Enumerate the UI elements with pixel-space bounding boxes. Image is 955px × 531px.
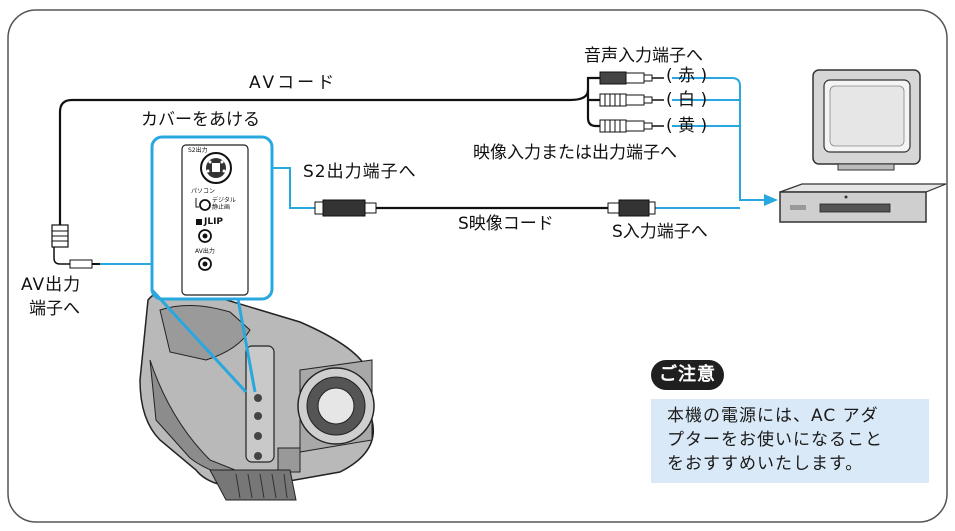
rca-plug-white [599,93,653,107]
av-cord [58,76,600,225]
panel-pc-label: パソコン [191,188,216,195]
caution-note: 本機の電源には、AC アダ プターをお使いになること をおすすめいたします。 [651,399,929,483]
caution-badge: ご注意 [651,360,724,390]
s-video-cord [314,199,656,217]
av-output-label-2: 端子へ [29,299,80,319]
av-output-label-1: AV出力 [21,275,82,295]
caution-line-1: 本機の電源には、AC アダ [667,406,879,426]
s-input-label: S入力端子へ [612,222,708,242]
rca-plug-yellow [599,119,653,133]
av-cord-label: AVコード [249,73,338,93]
red-label: ( 赤 ) [666,66,708,86]
vcr-arrow [764,194,778,206]
panel-still-label-2: 静止画 [212,204,231,211]
panel-s2-label: S2出力 [188,147,208,154]
vcr-icon [779,183,947,223]
pc-bracket [195,198,199,208]
audio-input-label: 音声入力端子へ [584,46,703,66]
caution-line-2: プターをお使いになること [667,430,883,450]
s2-output-label: S2出力端子へ [303,162,417,182]
caution-line-3: をおすすめいたします。 [667,454,864,474]
jack-panel-callout [150,135,274,394]
panel-av-label: AV出力 [195,248,215,255]
panel-jlip-label: JLIP [204,217,224,227]
rca-plug-red [599,71,653,85]
video-input-label: 映像入力または出力端子へ [473,143,677,163]
tv-icon [812,69,921,171]
s2-jack [200,152,232,184]
yellow-label: ( 黄 ) [666,116,708,136]
open-cover-label: カバーをあける [141,110,260,130]
white-label: ( 白 ) [666,90,708,110]
pc-jack [199,199,211,211]
jlip-mark [196,219,202,225]
mini-plug [51,224,100,269]
panel-still-label: デジタル [212,197,236,204]
s-video-cord-label: S映像コード [458,214,554,234]
